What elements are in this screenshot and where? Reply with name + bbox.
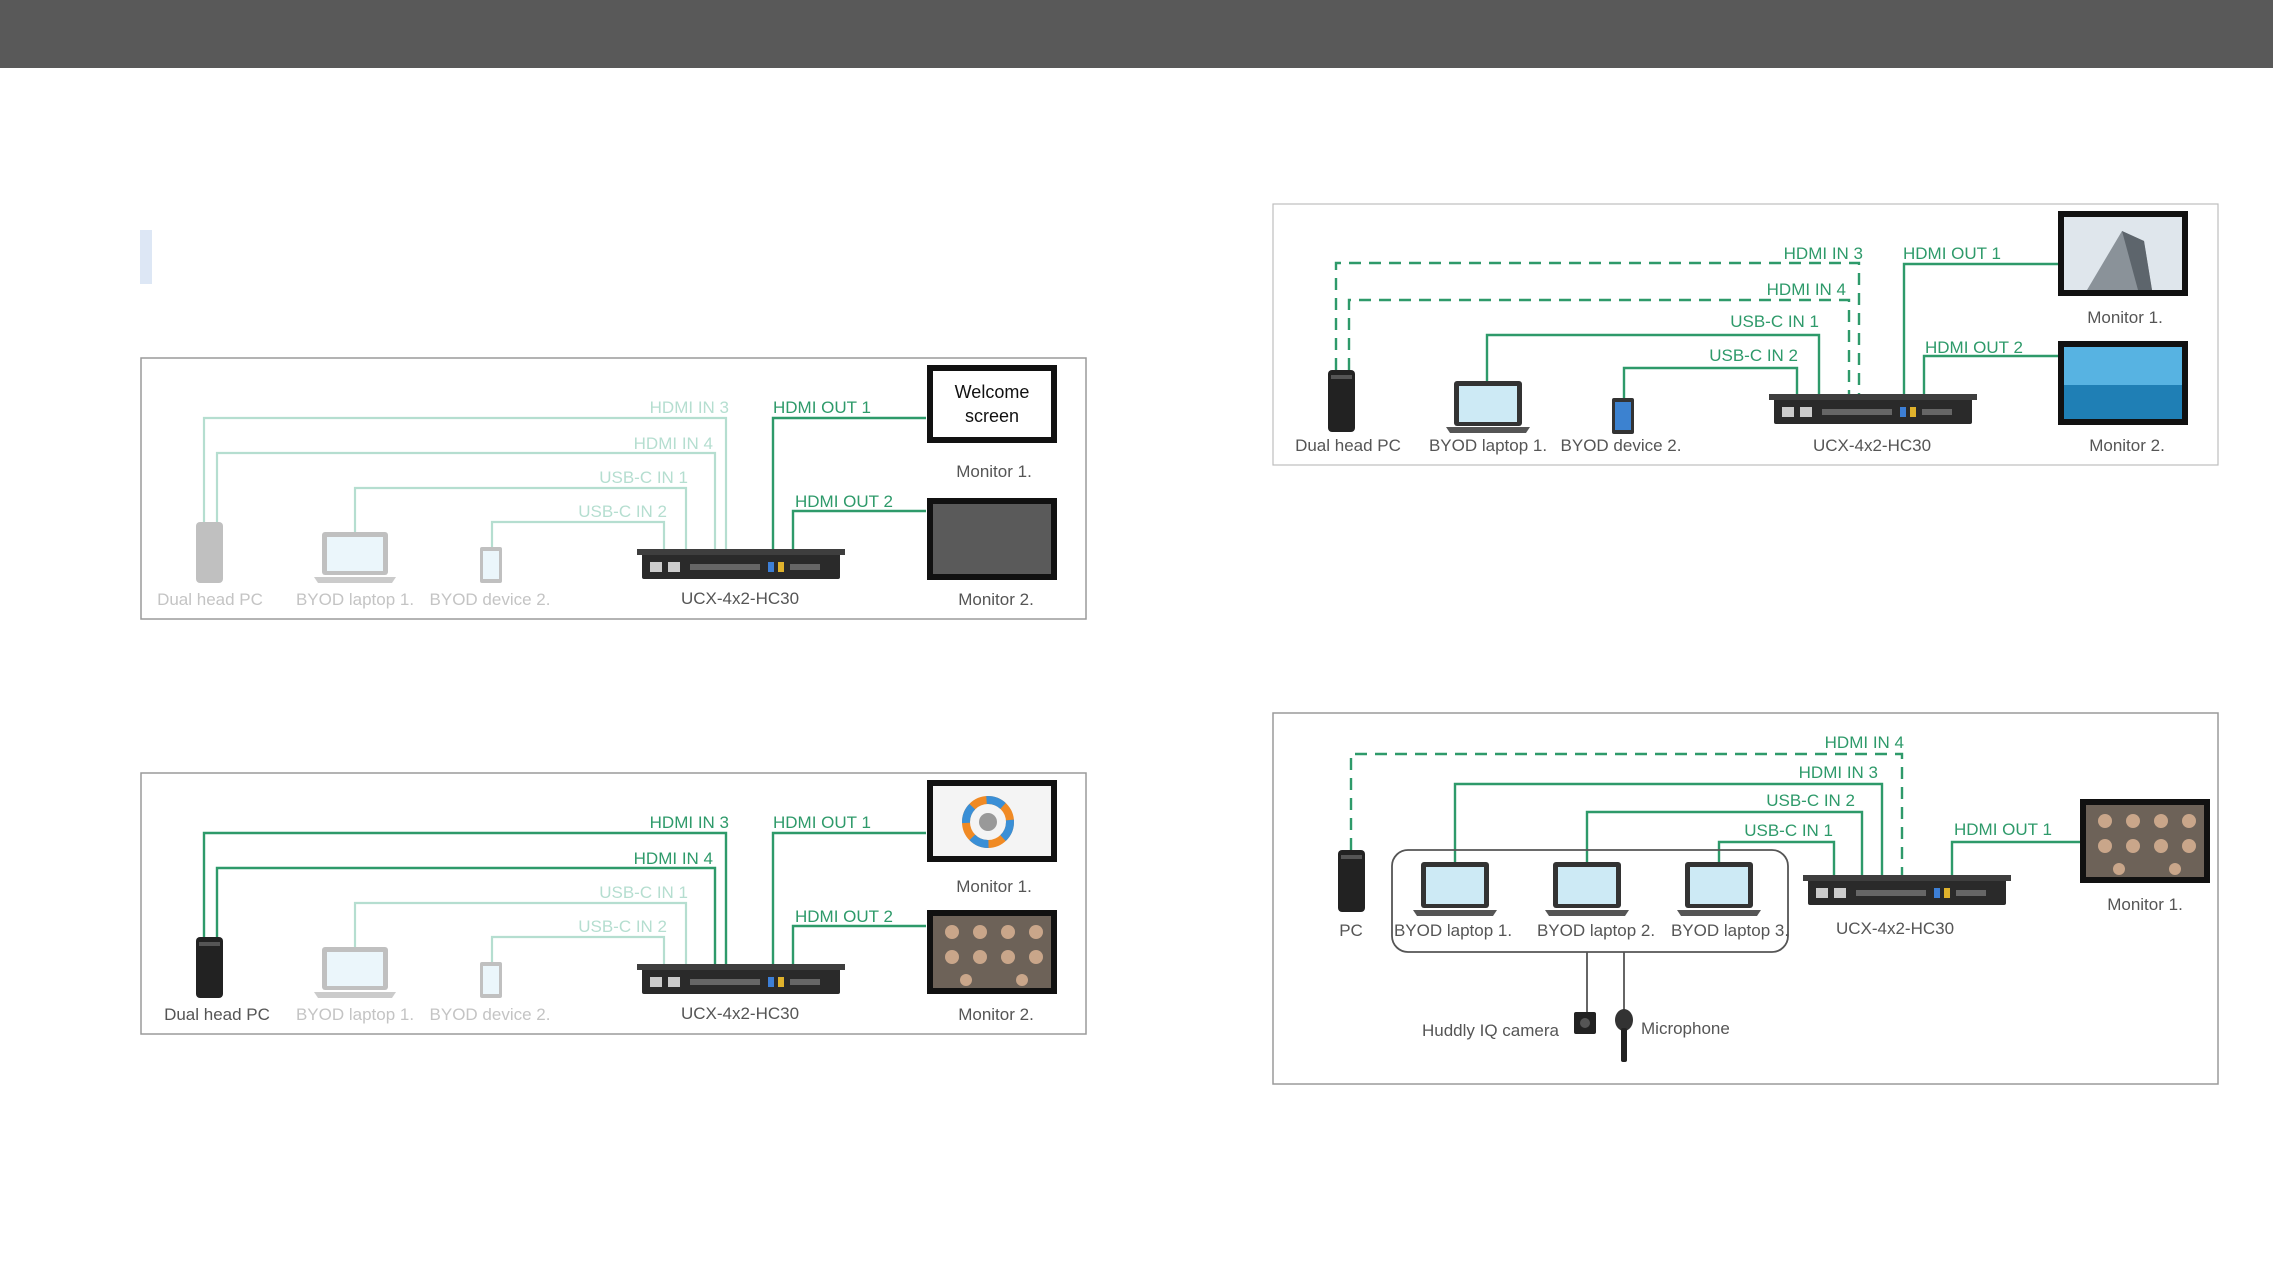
video-call-monitor-icon [927, 910, 1057, 994]
diagram-all-inputs: HDMI IN 3 HDMI IN 4 USB-C IN 1 USB-C IN … [1272, 203, 2219, 466]
label-switcher: UCX-4x2-HC30 [681, 1004, 799, 1023]
camera-icon [1574, 1012, 1596, 1034]
label-laptop1: BYOD laptop 1. [1429, 436, 1547, 455]
label-monitor2: Monitor 2. [2089, 436, 2165, 455]
dual-head-pc-icon [196, 522, 223, 583]
label-laptop1: BYOD laptop 1. [296, 1005, 414, 1024]
pc-icon [1338, 850, 1365, 912]
label-hdmi-in3: HDMI IN 3 [1799, 763, 1878, 782]
label-usbc-in2: USB-C IN 2 [1709, 346, 1798, 365]
usb-peripheral-lines [1586, 952, 1625, 1012]
label-hdmi-out1: HDMI OUT 1 [1903, 244, 2001, 263]
label-switcher: UCX-4x2-HC30 [1836, 919, 1954, 938]
monitor-icon [927, 498, 1057, 580]
laptop-icon [1677, 862, 1761, 916]
top-bar [0, 0, 2273, 68]
switcher-device-icon [637, 549, 845, 579]
label-device2: BYOD device 2. [430, 1005, 551, 1024]
label-monitor1: Monitor 1. [2107, 895, 2183, 914]
diagram-welcome-screen: Welcome screen HDMI IN 3 HDMI IN 4 USB-C… [140, 357, 1087, 620]
label-usbc-in1: USB-C IN 1 [599, 883, 688, 902]
label-hdmi-in4: HDMI IN 4 [1825, 733, 1904, 752]
laptop-icon [314, 532, 396, 583]
label-hdmi-out2: HDMI OUT 2 [795, 907, 893, 926]
label-switcher: UCX-4x2-HC30 [681, 589, 799, 608]
mobile-device-icon [1612, 398, 1634, 434]
label-hdmi-in4: HDMI IN 4 [634, 434, 713, 453]
switcher-device-icon [1769, 394, 1977, 424]
faded-input-lines [202, 416, 728, 553]
label-monitor1: Monitor 1. [956, 462, 1032, 481]
label-monitor1: Monitor 1. [956, 877, 1032, 896]
diagram-conference-room: HDMI IN 4 HDMI IN 3 USB-C IN 2 USB-C IN … [1272, 712, 2219, 1085]
switcher-device-icon [1803, 875, 2011, 905]
active-output-lines [771, 416, 926, 553]
laptop-icon [1545, 862, 1629, 916]
label-device2: BYOD device 2. [430, 590, 551, 609]
label-pc: Dual head PC [1295, 436, 1401, 455]
label-laptop3: BYOD laptop 3. [1671, 921, 1789, 940]
label-switcher: UCX-4x2-HC30 [1813, 436, 1931, 455]
mobile-device-icon [480, 547, 502, 583]
label-hdmi-in4: HDMI IN 4 [634, 849, 713, 868]
input-output-lines [1334, 261, 2058, 398]
label-usbc-in1: USB-C IN 1 [599, 468, 688, 487]
active-input-output-lines [202, 831, 926, 968]
label-hdmi-out2: HDMI OUT 2 [1925, 338, 2023, 357]
label-monitor2: Monitor 2. [958, 590, 1034, 609]
laptop-icon [1446, 381, 1530, 433]
faded-input-lines [353, 901, 688, 968]
label-monitor2: Monitor 2. [958, 1005, 1034, 1024]
laptop-icon [1413, 862, 1497, 916]
label-usbc-in1: USB-C IN 1 [1744, 821, 1833, 840]
label-pc: Dual head PC [157, 590, 263, 609]
label-laptop1: BYOD laptop 1. [296, 590, 414, 609]
dual-head-pc-icon [196, 937, 223, 998]
presentation-monitor-icon [927, 780, 1057, 862]
label-laptop1: BYOD laptop 1. [1394, 921, 1512, 940]
label-hdmi-out1: HDMI OUT 1 [1954, 820, 2052, 839]
welcome-screen-line2: screen [965, 406, 1019, 426]
label-hdmi-out2: HDMI OUT 2 [795, 492, 893, 511]
building-monitor-icon [2058, 211, 2188, 296]
input-output-lines [1349, 752, 2080, 879]
label-hdmi-out1: HDMI OUT 1 [773, 813, 871, 832]
video-call-monitor-icon [2080, 799, 2210, 883]
microphone-icon [1615, 1009, 1633, 1062]
label-hdmi-in3: HDMI IN 3 [650, 398, 729, 417]
label-usbc-in2: USB-C IN 2 [1766, 791, 1855, 810]
label-hdmi-out1: HDMI OUT 1 [773, 398, 871, 417]
label-usbc-in1: USB-C IN 1 [1730, 312, 1819, 331]
laptop-icon [314, 947, 396, 998]
label-usbc-in2: USB-C IN 2 [578, 502, 667, 521]
switcher-device-icon [637, 964, 845, 994]
label-camera: Huddly IQ camera [1422, 1021, 1560, 1040]
label-usbc-in2: USB-C IN 2 [578, 917, 667, 936]
byod-laptops-group [1391, 849, 1789, 953]
label-microphone: Microphone [1641, 1019, 1730, 1038]
label-laptop2: BYOD laptop 2. [1537, 921, 1655, 940]
label-pc: PC [1339, 921, 1363, 940]
label-device2: BYOD device 2. [1561, 436, 1682, 455]
mobile-device-icon [480, 962, 502, 998]
welcome-screen-monitor-icon: Welcome screen [927, 365, 1057, 443]
label-hdmi-in3: HDMI IN 3 [650, 813, 729, 832]
section-accent-marker [140, 230, 152, 284]
diagram-dual-head-pc: HDMI IN 3 HDMI IN 4 USB-C IN 1 USB-C IN … [140, 772, 1087, 1035]
label-hdmi-in4: HDMI IN 4 [1767, 280, 1846, 299]
dual-head-pc-icon [1328, 370, 1355, 432]
seascape-monitor-icon [2058, 341, 2188, 425]
label-pc: Dual head PC [164, 1005, 270, 1024]
welcome-screen-line1: Welcome [955, 382, 1030, 402]
label-monitor1: Monitor 1. [2087, 308, 2163, 327]
label-hdmi-in3: HDMI IN 3 [1784, 244, 1863, 263]
